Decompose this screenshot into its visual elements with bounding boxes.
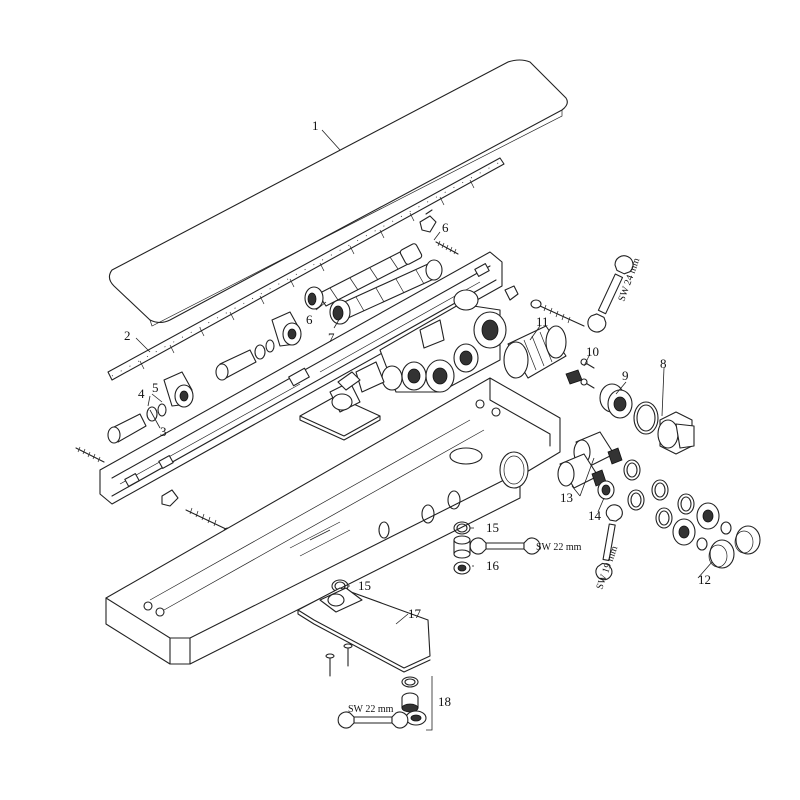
callout-1: 1 [312, 118, 319, 133]
part-main-housing [105, 377, 561, 665]
leader-lines [135, 129, 713, 625]
part-valve-cartridge-13 [557, 431, 623, 489]
callout-12: 12 [698, 572, 711, 587]
callout-10: 10 [586, 344, 599, 359]
wrench-19-icon [595, 504, 623, 581]
callout-labels: 1 2 3 4 5 6 6 7 8 9 10 11 12 13 14 15 15… [124, 118, 711, 709]
part-knob-12 [708, 525, 761, 569]
part-knob-insert [672, 502, 732, 551]
part-outlet-plate [299, 371, 381, 441]
part-rail-strip [107, 157, 505, 381]
part-hose-upper [304, 243, 423, 310]
callout-13: 13 [560, 490, 573, 505]
wrench-22-icon [469, 537, 541, 555]
part-thermostat-cartridge [503, 325, 583, 385]
part-elbow-fitting-3 [163, 371, 194, 408]
callout-5: 5 [152, 380, 159, 395]
wrench-label-sw22-lower: SW 22 mm [348, 704, 394, 715]
wrench-22b-icon [337, 711, 409, 729]
callout-9: 9 [622, 368, 629, 383]
callout-11: 11 [536, 314, 549, 329]
part-fittings-18 [401, 676, 433, 731]
part-pin [580, 358, 595, 389]
part-spout-17 [297, 587, 431, 673]
callout-7: 7 [328, 330, 335, 345]
part-screw [325, 643, 353, 677]
part-clip [504, 285, 519, 301]
part-screw [75, 446, 105, 463]
part-nut-14 [597, 480, 615, 500]
part-handle-core [599, 383, 633, 419]
part-elbow-fitting [271, 311, 302, 347]
part-valve-body [355, 289, 507, 393]
part-screw [530, 299, 585, 327]
callout-6-mid: 6 [306, 312, 313, 327]
callout-14: 14 [588, 508, 602, 523]
callout-2: 2 [124, 328, 131, 343]
callout-16: 16 [486, 558, 500, 573]
callout-8: 8 [660, 356, 667, 371]
callout-18: 18 [438, 694, 451, 709]
callout-6-top: 6 [442, 220, 449, 235]
callout-3: 3 [160, 424, 167, 439]
part-nut-16 [453, 561, 471, 575]
wrench-label-sw22-upper: SW 22 mm [536, 542, 582, 553]
callout-15-lower: 15 [358, 578, 371, 593]
callout-15-upper: 15 [486, 520, 499, 535]
callout-17: 17 [408, 606, 422, 621]
part-clip [419, 209, 437, 233]
part-connector [215, 339, 275, 381]
part-mounting-frame [99, 251, 503, 505]
part-screw [435, 240, 459, 255]
callout-4: 4 [138, 386, 145, 401]
wrench-24-icon [587, 255, 634, 333]
part-ring-and-cap [633, 401, 695, 455]
part-glass-plate [108, 59, 568, 327]
part-rings [623, 459, 695, 529]
part-hose-lower [329, 259, 443, 325]
part-fitting [453, 535, 471, 559]
part-clip [161, 489, 179, 507]
